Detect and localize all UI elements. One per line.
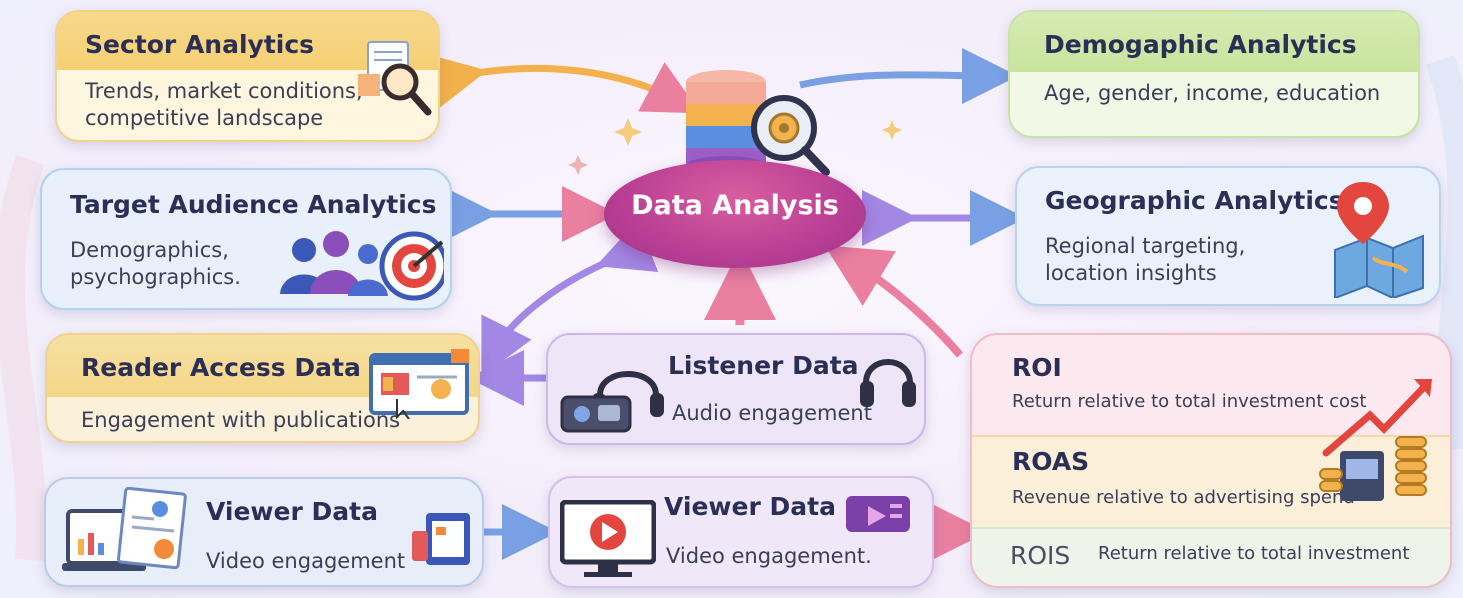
metric-rois[interactable]: ROIS Return relative to total investment [972, 527, 1450, 586]
arrow-center-reader [481, 219, 659, 378]
card-geographic-analytics[interactable]: Geographic Analytics Regional targeting,… [1015, 166, 1441, 306]
card-body: Regional targeting, location insights [1045, 234, 1246, 285]
arrow-sector-center [427, 54, 701, 114]
growth-coins-icon [1318, 371, 1438, 511]
arrow-roi-center [824, 245, 964, 358]
card-reader-access-data[interactable]: Reader Access Data Engagement with publi… [45, 333, 480, 443]
card-body: Video engagement. [666, 544, 872, 568]
metric-title: ROAS [1012, 447, 1090, 476]
tablet-icon [412, 513, 472, 573]
card-target-audience-analytics[interactable]: Target Audience Analytics Demographics, … [40, 168, 452, 310]
card-title: Viewer Data [664, 492, 836, 521]
metric-description: Return relative to total investment [1098, 543, 1410, 564]
card-body: Age, gender, income, education [1044, 81, 1381, 105]
card-body: Trends, market conditions, competitive l… [85, 79, 363, 130]
card-title: Listener Data [668, 351, 859, 380]
metric-description: Return relative to total investment cost [1012, 391, 1367, 412]
center-label: Data Analysis [631, 190, 839, 221]
card-title: Target Audience Analytics [70, 190, 437, 219]
publication-screen-icon [367, 349, 473, 423]
metric-roi[interactable]: ROI Return relative to total investment … [972, 335, 1450, 435]
card-title: Viewer Data [206, 497, 378, 526]
audience-target-icon [274, 224, 449, 308]
card-demographic-analytics[interactable]: Demogaphic Analytics Age, gender, income… [1008, 10, 1420, 138]
card-body: Audio engagement [672, 401, 872, 425]
headphones-recorder-icon [560, 357, 664, 437]
panel-return-metrics: ROI Return relative to total investment … [970, 333, 1452, 588]
card-listener-data[interactable]: Listener Data Audio engagement [546, 333, 926, 445]
magnifier-document-icon [356, 40, 434, 124]
center-node[interactable]: Data Analysis [604, 160, 866, 268]
card-body: Engagement with publications [81, 408, 401, 432]
card-title: Demogaphic Analytics [1010, 12, 1418, 72]
video-chat-icon [846, 494, 918, 542]
video-player-icon [559, 499, 657, 582]
metric-description: Revenue relative to advertising spend [1012, 487, 1355, 508]
card-viewer-data-left[interactable]: Viewer Data Video engagement [44, 477, 484, 587]
metric-title: ROIS [1010, 541, 1071, 570]
laptop-report-icon [62, 486, 192, 583]
metric-title: ROI [1012, 353, 1062, 382]
map-pin-icon [1327, 180, 1427, 302]
arrow-center-demographic [799, 47, 1018, 104]
card-title: Geographic Analytics [1045, 186, 1344, 215]
card-body: Video engagement [206, 549, 406, 573]
card-body: Demographics, psychographics. [70, 238, 241, 289]
card-sector-analytics[interactable]: Sector Analytics Trends, market conditio… [55, 10, 440, 142]
card-viewer-data-center[interactable]: Viewer Data Video engagement. [548, 476, 934, 588]
headphones-icon [860, 349, 916, 417]
